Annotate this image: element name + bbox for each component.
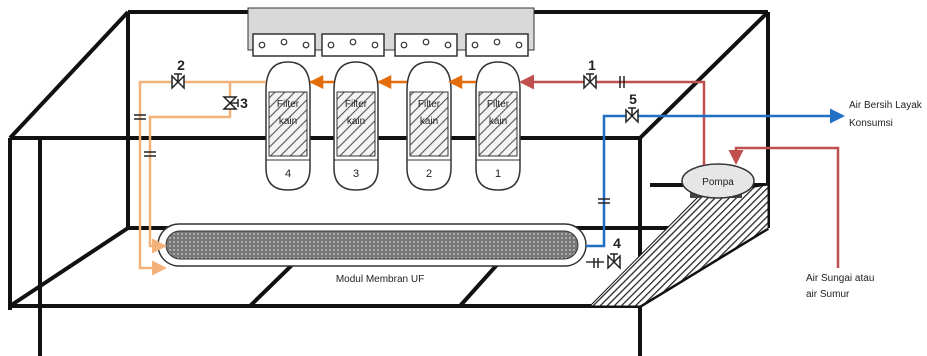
filter-housing-1 [475,61,521,191]
membrane-label: Modul Membran UF [336,274,424,285]
filter-2-label-line1: Filter [418,99,441,110]
valve-1-icon [583,73,597,90]
valve-4-icon [607,253,621,270]
pump [681,163,755,199]
valve-3-label: 3 [240,95,248,111]
input-label-line2: air Sumur [806,289,850,300]
table-frame [8,10,770,356]
valve-4-label: 4 [613,235,621,251]
valve-2-label: 2 [177,57,185,73]
valve-5-icon [625,107,639,124]
input-label-line1: Air Sungai atau [806,273,874,284]
filter-housing-2 [406,61,452,191]
valve-2-icon [171,73,185,90]
filter-bracket [247,7,535,57]
uf-membrane-module [157,223,587,267]
valve-5-label: 5 [629,91,637,107]
filter-4-label-line2: kain [279,116,297,127]
filter-1-label-line2: kain [489,116,507,127]
filter-3-label-line1: Filter [345,99,368,110]
pump-shelf-panel [588,184,769,307]
clean-water-pipe [586,108,845,248]
pipe-unions [134,76,625,268]
output-label-line1: Air Bersih Layak [849,100,923,111]
raw-water-pipe [519,74,706,165]
output-label-line2: Konsumsi [849,118,893,129]
filter-3-label-line2: kain [347,116,365,127]
valve-3-icon [222,96,239,110]
filter-flow-pipe [309,74,476,90]
valve-1-label: 1 [588,57,596,73]
filter-1-label-line1: Filter [487,99,510,110]
filter-1-number: 1 [495,168,501,180]
source-pipe [728,146,840,268]
bypass-pipe-inner [148,82,232,254]
filter-4-label-line1: Filter [277,99,300,110]
filter-3-number: 3 [353,168,359,180]
filter-housing-4 [265,61,311,191]
filter-2-number: 2 [426,168,432,180]
filter-4-number: 4 [285,168,291,180]
filter-housing-3 [333,61,379,191]
filter-2-label-line2: kain [420,116,438,127]
bypass-pipe-outer [138,80,266,276]
pump-label: Pompa [702,177,734,188]
